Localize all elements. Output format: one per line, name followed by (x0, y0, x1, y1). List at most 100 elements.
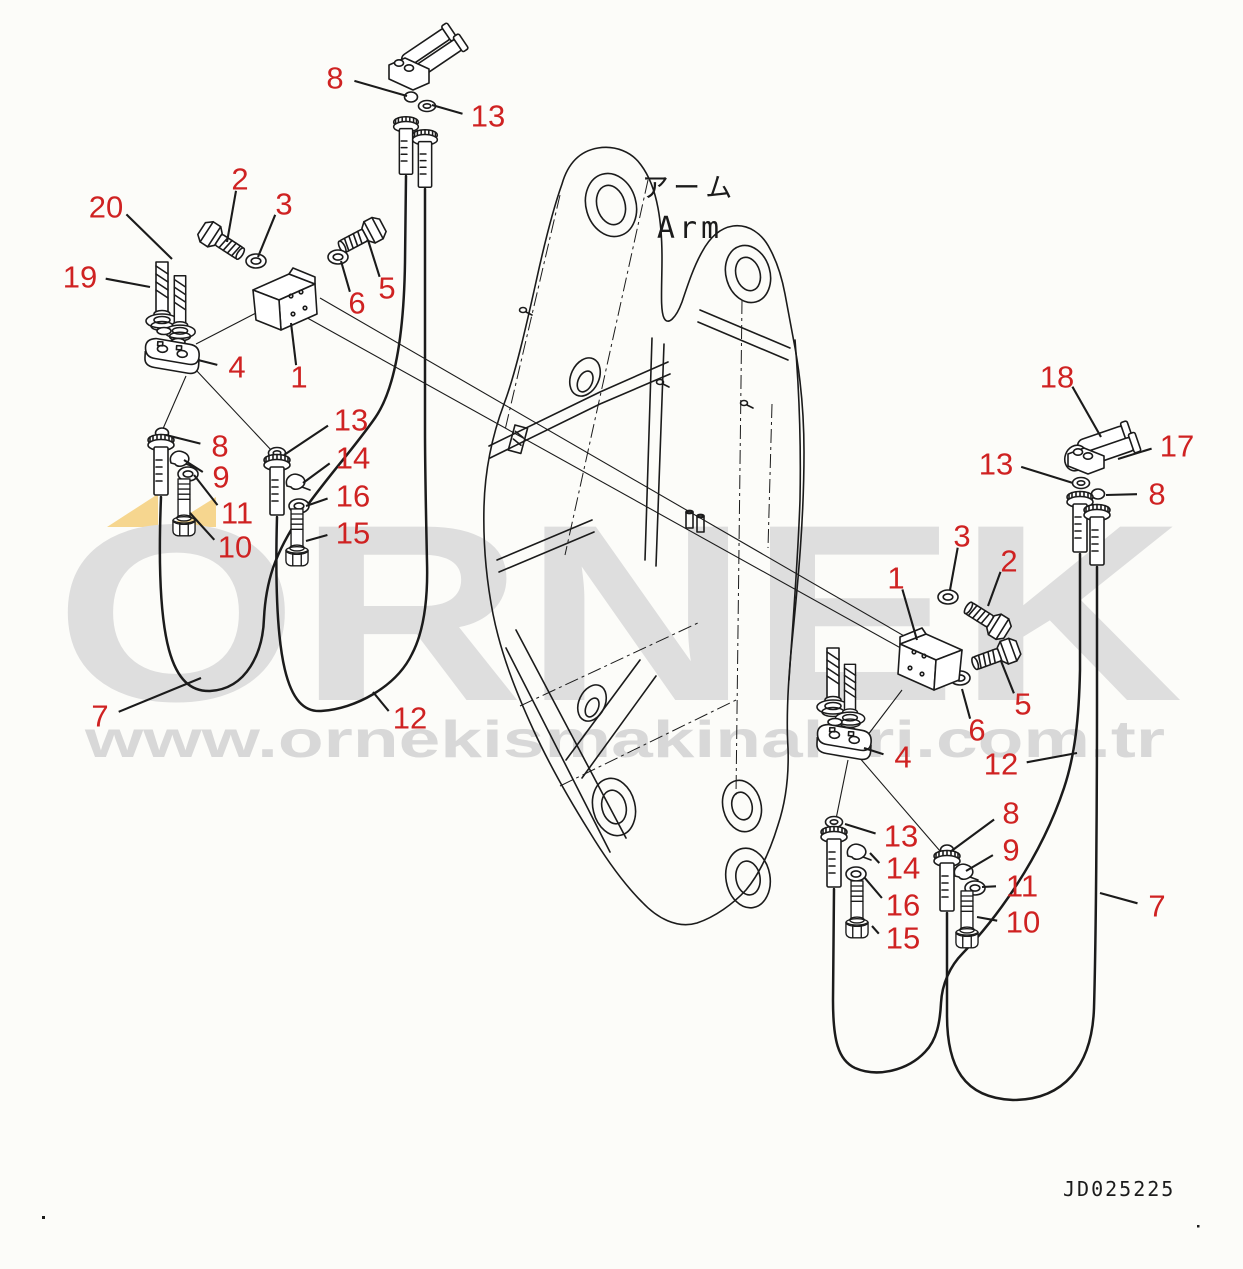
leader-line (183, 459, 204, 473)
leader-line (193, 474, 219, 506)
callout-1: 1 (887, 561, 904, 596)
leader-line (257, 214, 277, 258)
leader-line (354, 79, 408, 98)
leader-line (289, 322, 298, 366)
callout-10: 10 (218, 530, 252, 565)
hose-7-right (945, 565, 1099, 1102)
arm-lug-eye (584, 172, 638, 238)
callout-5: 5 (1014, 687, 1031, 722)
callout-2: 2 (231, 162, 248, 197)
right-hardware (815, 589, 1024, 949)
leader-line (1026, 751, 1078, 764)
leader-line (197, 358, 218, 366)
leader-line (981, 885, 997, 889)
callout-6: 6 (348, 286, 365, 321)
bolt-2-left (194, 217, 250, 266)
callout-2: 2 (1000, 544, 1017, 579)
arm-boss (721, 779, 763, 833)
drawing-code: JD025225 (1063, 1177, 1175, 1201)
leader-line (987, 571, 1002, 607)
leader-line (1071, 386, 1102, 438)
callout-12: 12 (984, 747, 1018, 782)
callout-8: 8 (211, 429, 228, 464)
callout-13: 13 (884, 819, 918, 854)
watermark: ORNEK www.ornekismakinaleri.com.tr (55, 473, 1183, 769)
washer-6-left (327, 249, 349, 265)
diagram-art (42, 22, 1200, 1228)
watermark-logo-triangle (107, 494, 158, 527)
callout-14: 14 (336, 441, 370, 476)
leader-line (105, 277, 151, 289)
arm-outline (483, 146, 805, 926)
arm-label-english: Arm (657, 211, 723, 246)
plate-4-left (143, 337, 201, 375)
arm-mount-pad (685, 509, 705, 533)
leader-line (1105, 493, 1138, 497)
hose-clamp-assembly-right (1063, 420, 1142, 475)
leader-line (283, 424, 329, 456)
callout-7: 7 (1148, 889, 1165, 924)
hoses (158, 174, 1099, 1102)
leader-line (948, 547, 959, 591)
callout-13: 13 (334, 403, 368, 438)
leader-line (118, 677, 202, 713)
hose-12-right (831, 552, 1082, 1074)
hose-fitting-left-b (411, 129, 439, 189)
leader-line (339, 260, 351, 293)
oring-13-top-right (1071, 476, 1091, 490)
callout-16: 16 (336, 479, 370, 514)
washer-3-right (937, 589, 959, 605)
callout-11: 11 (221, 496, 253, 531)
callout-17: 17 (1160, 429, 1194, 464)
arm-drawing (483, 146, 805, 926)
leader-line (165, 433, 201, 445)
leader-line (844, 822, 876, 835)
washer-16-right (845, 866, 867, 882)
assembly-lines (161, 297, 941, 852)
banjo-fitting-right-1 (820, 825, 848, 888)
callout-15: 15 (336, 516, 370, 551)
callout-14: 14 (886, 851, 920, 886)
callout-9: 9 (1002, 833, 1019, 868)
callout-4: 4 (894, 740, 911, 775)
stray-dot (1197, 1225, 1200, 1228)
hose-7-left (158, 174, 408, 693)
callout-8: 8 (1148, 477, 1165, 512)
leader-line (949, 818, 995, 853)
callout-4: 4 (228, 350, 245, 385)
leader-line (225, 190, 238, 243)
washer-3-left (245, 253, 267, 269)
arm-boss (591, 777, 637, 837)
bolt-10-right (955, 890, 979, 949)
callout-3: 3 (953, 519, 970, 554)
arm-teardrop (568, 357, 602, 397)
seal-ring (156, 326, 172, 336)
stray-dot (42, 1216, 45, 1219)
leader-line (302, 462, 331, 484)
leader-line (901, 589, 919, 641)
bracket-1-left (252, 267, 318, 331)
leader-line (125, 213, 173, 260)
bolt-15-right (845, 880, 869, 939)
leader-line (305, 497, 328, 507)
leader-line (1000, 660, 1015, 694)
leader-line (965, 854, 994, 872)
watermark-brand: ORNEK (55, 473, 1183, 754)
leader-line (960, 688, 972, 719)
callout-15: 15 (886, 921, 920, 956)
banjo-fitting-right-2 (933, 849, 961, 912)
leader-line (372, 691, 390, 712)
callout-19: 19 (63, 260, 97, 295)
leader-line (863, 747, 884, 756)
arm-bolt-mark (518, 306, 754, 409)
leader-line (366, 239, 381, 278)
callout-5: 5 (378, 271, 395, 306)
leader-line (1099, 891, 1138, 905)
leader-line (189, 512, 216, 541)
callout-16: 16 (886, 888, 920, 923)
callout-11: 11 (1006, 869, 1038, 904)
arm-label-japanese: アーム (642, 173, 739, 204)
